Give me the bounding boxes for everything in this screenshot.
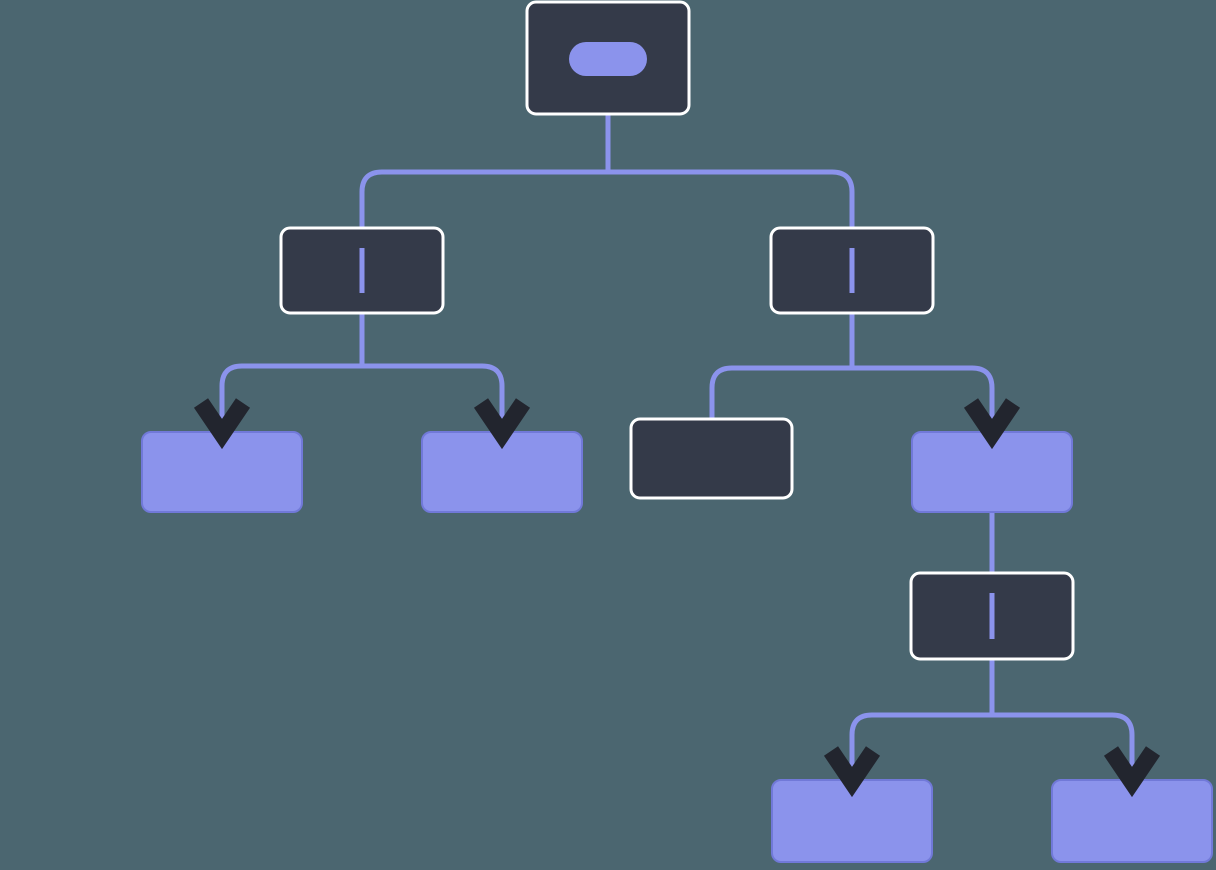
node-root[interactable] (525, 0, 691, 116)
edge-to-leaf-4[interactable] (852, 365, 995, 432)
arrowhead-leaf-4 (963, 398, 1021, 450)
node-layer (141, 0, 1213, 863)
root-pill-marker (569, 42, 647, 76)
arrowhead-leaf-5 (823, 746, 881, 798)
node-dark-leaf-3[interactable] (629, 417, 794, 500)
edge-layer (219, 60, 1135, 780)
arrowhead-leaf-2 (473, 398, 531, 450)
arrowhead-leaf-6 (1103, 746, 1161, 798)
edge-root-to-level2-right[interactable] (608, 169, 855, 228)
node-level2-right[interactable] (769, 226, 935, 315)
edge-to-leaf-1[interactable] (219, 363, 362, 432)
edge-to-dark-leaf-3[interactable] (709, 365, 852, 419)
edge-root-to-level2-left[interactable] (359, 114, 611, 228)
node-level2-left[interactable] (279, 226, 445, 315)
arrowhead-leaf-1 (193, 398, 251, 450)
edge-to-leaf-6[interactable] (992, 712, 1135, 780)
edge-to-leaf-5[interactable] (849, 712, 992, 780)
node-dark-leaf-3-shape[interactable] (629, 417, 794, 500)
edge-to-leaf-2[interactable] (362, 363, 505, 432)
arrowhead-layer (193, 398, 1161, 798)
node-level4-dark[interactable] (909, 571, 1075, 661)
